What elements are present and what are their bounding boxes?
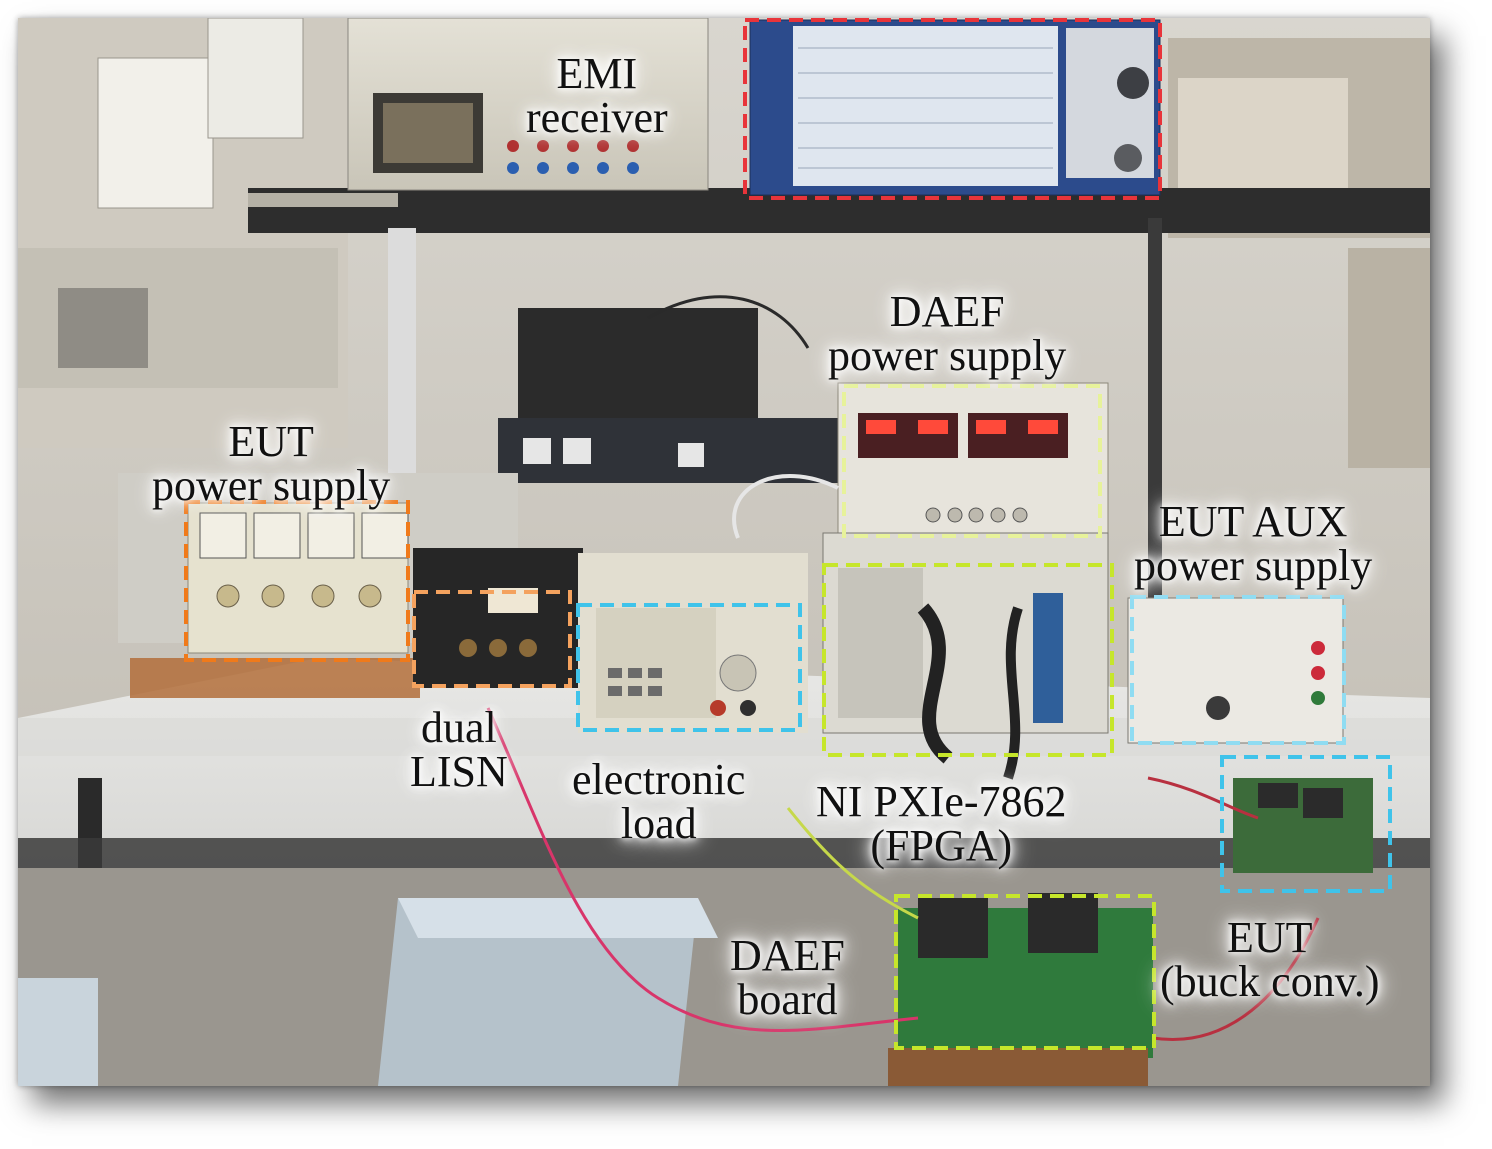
electronic-load-label: electronic load	[572, 755, 746, 848]
emi-receiver-label: EMI receiver	[526, 49, 668, 142]
eut-aux-power-supply-box	[1130, 595, 1346, 745]
electronic-load-box	[576, 603, 802, 732]
emi-receiver-box	[743, 18, 1162, 200]
ni-pxie-box	[822, 563, 1114, 757]
eut-box	[1220, 755, 1392, 893]
dual-lisn-box	[412, 590, 572, 688]
lab-bench-scene	[18, 18, 1430, 1086]
lab-photo	[18, 18, 1430, 1086]
eut-aux-power-supply-label: EUT AUX power supply	[1134, 497, 1373, 590]
daef-power-supply-box	[842, 384, 1102, 538]
eut-power-supply-box	[184, 500, 410, 662]
dual-lisn-label: dual LISN	[410, 703, 508, 796]
daef-board-box	[894, 894, 1156, 1050]
daef-board-label: DAEF board	[730, 931, 845, 1024]
eut-power-supply-label: EUT power supply	[152, 417, 391, 510]
ni-pxie-label: NI PXIe-7862 (FPGA)	[816, 777, 1067, 870]
daef-power-supply-label: DAEF power supply	[828, 287, 1067, 380]
eut-label: EUT (buck conv.)	[1160, 913, 1380, 1006]
